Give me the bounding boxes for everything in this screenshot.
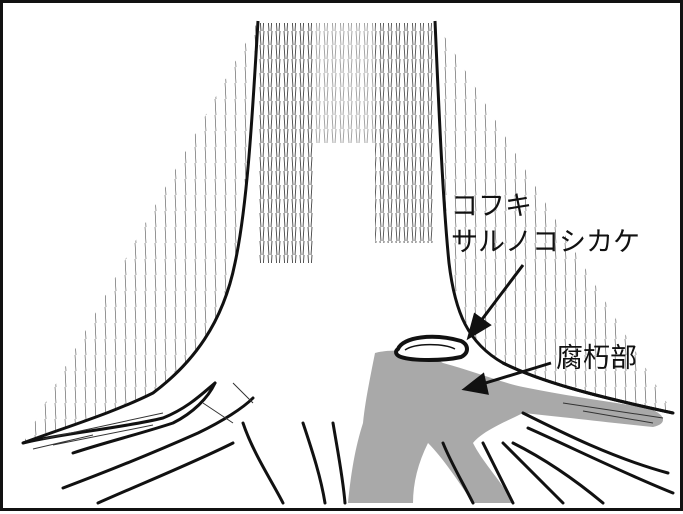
decay-arrow <box>461 361 552 395</box>
fungus-bracket <box>394 334 469 362</box>
decay-label: 腐朽部 <box>556 343 637 374</box>
fungus-label-line1: コフキ <box>451 191 532 222</box>
fungus-label-line2: サルノコシカケ <box>451 227 640 258</box>
fungus-bracket-inner <box>404 343 456 351</box>
trunk-shading-right <box>375 23 435 243</box>
root-texture <box>32 382 664 450</box>
fungus-arrow <box>466 264 525 341</box>
tree-base-illustration <box>21 20 675 505</box>
decay-area <box>348 350 664 503</box>
roots <box>21 361 675 505</box>
trunk-shading-mid <box>313 23 375 143</box>
trunk-shading-left <box>258 23 313 263</box>
